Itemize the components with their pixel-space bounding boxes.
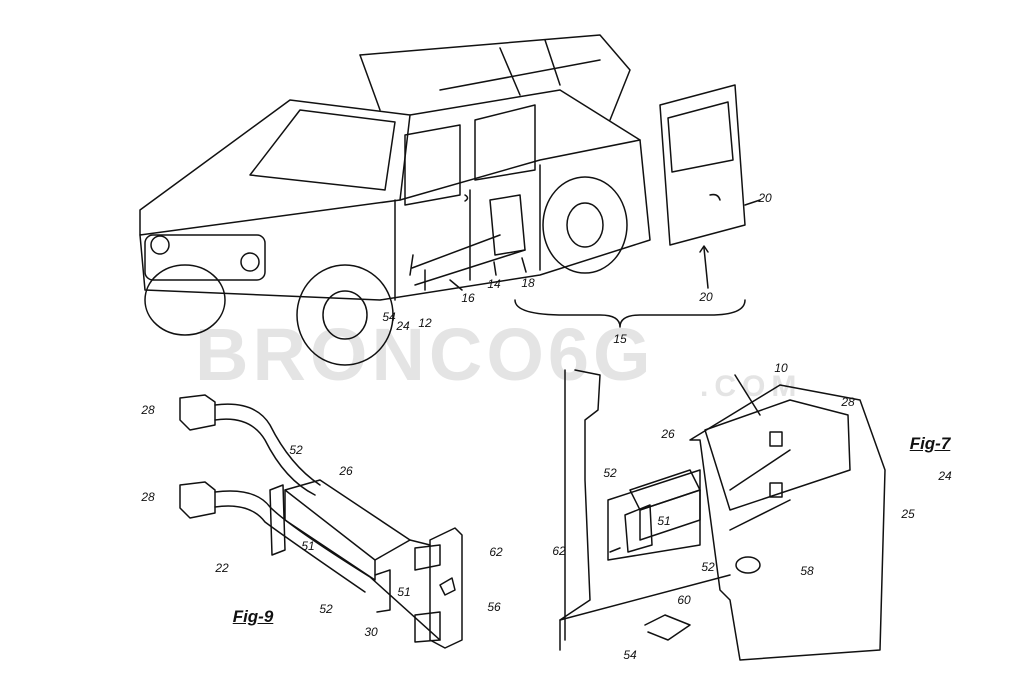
fig7-ref-52b: 52 — [701, 560, 715, 574]
ref-20-door: 20 — [758, 191, 772, 205]
ref-16: 16 — [461, 291, 475, 305]
fig9-ref-62: 62 — [489, 545, 503, 559]
fig7-ref-24: 24 — [938, 469, 952, 483]
fig9-ref-26: 26 — [339, 464, 353, 478]
fig7-ref-54: 54 — [623, 648, 637, 662]
fig7-ref-25: 25 — [901, 507, 915, 521]
fig7-ref-26: 26 — [661, 427, 675, 441]
fig9-ref-52b: 52 — [319, 602, 333, 616]
vehicle-illustration — [139, 34, 651, 366]
fig9-ref-51b: 51 — [397, 585, 411, 599]
fig9-ref-30: 30 — [364, 625, 378, 639]
ref-24: 24 — [396, 319, 410, 333]
watermark: BRONCO6G — [195, 313, 655, 396]
fig7-ref-10: 10 — [774, 361, 788, 375]
fig7-ref-62: 62 — [552, 544, 566, 558]
ref-20-arrow: 20 — [699, 290, 713, 304]
fig7-illustration — [559, 369, 886, 661]
fig9-ref-28a: 28 — [141, 403, 155, 417]
fig7-ref-51: 51 — [657, 514, 671, 528]
ref-14: 14 — [487, 277, 501, 291]
fig7-title: Fig-7 — [909, 434, 951, 453]
fig9-ref-22: 22 — [215, 561, 229, 575]
fig9-ref-52a: 52 — [289, 443, 303, 457]
fig9-ref-56: 56 — [487, 600, 501, 614]
ref-54: 54 — [382, 310, 396, 324]
fig9-ref-51a: 51 — [301, 539, 315, 553]
fig9-illustration — [179, 394, 463, 649]
fig7-ref-52a: 52 — [603, 466, 617, 480]
fig9-ref-28b: 28 — [141, 490, 155, 504]
ref-15: 15 — [613, 332, 627, 346]
fig7-ref-58: 58 — [800, 564, 814, 578]
ref-18: 18 — [521, 276, 535, 290]
brace-15 — [514, 299, 746, 328]
leader-lines — [409, 254, 527, 291]
fig7-ref-60: 60 — [677, 593, 691, 607]
ref-12: 12 — [418, 316, 432, 330]
detached-door — [659, 84, 761, 289]
fig9-title: Fig-9 — [232, 607, 274, 626]
fig7-ref-28: 28 — [841, 395, 855, 409]
